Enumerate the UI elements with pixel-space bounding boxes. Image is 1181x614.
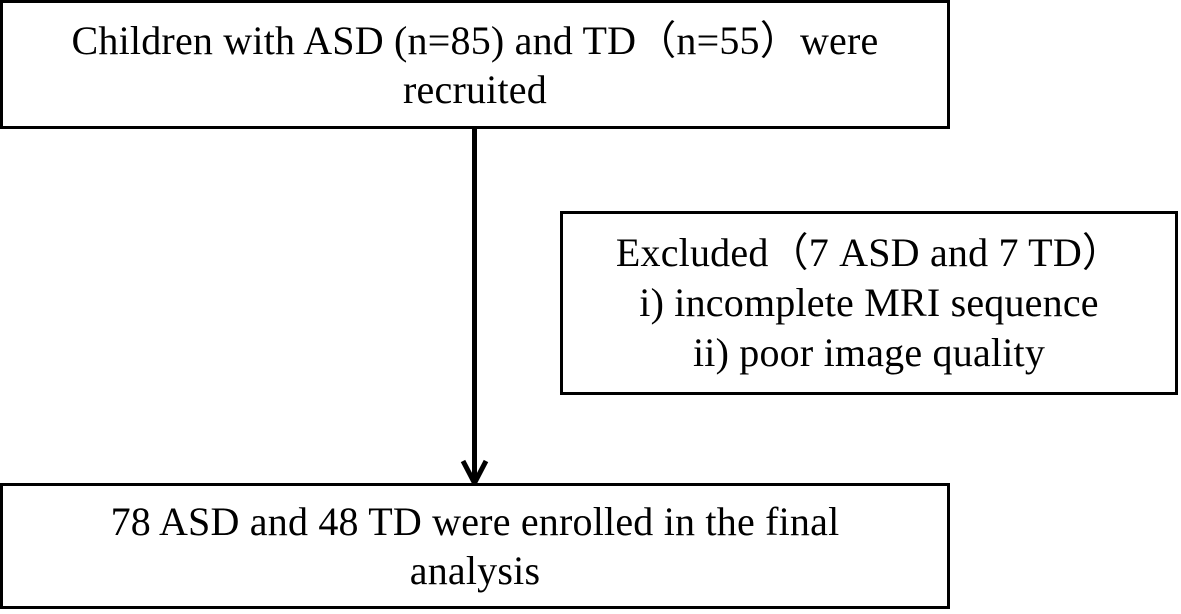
flow-node-enrolled-line-2: analysis xyxy=(409,548,541,593)
flow-node-recruited-line-1: Children with ASD (n=85) and TD（n=55）wer… xyxy=(71,17,879,63)
flow-node-excluded: Excluded（7 ASD and 7 TD） i) incomplete M… xyxy=(560,211,1178,395)
flow-node-excluded-line-2: i) incomplete MRI sequence xyxy=(639,280,1099,325)
flow-node-recruited: Children with ASD (n=85) and TD（n=55）wer… xyxy=(0,0,950,129)
flow-node-enrolled-line-1: 78 ASD and 48 TD were enrolled in the fi… xyxy=(110,499,840,544)
flow-node-enrolled: 78 ASD and 48 TD were enrolled in the fi… xyxy=(0,483,950,609)
flow-node-recruited-line-2: recruited xyxy=(403,66,547,112)
flow-node-excluded-line-1: Excluded（7 ASD and 7 TD） xyxy=(615,230,1123,275)
flow-connector-arrow-icon xyxy=(460,126,489,486)
flow-node-excluded-line-3: ii) poor image quality xyxy=(692,330,1046,375)
